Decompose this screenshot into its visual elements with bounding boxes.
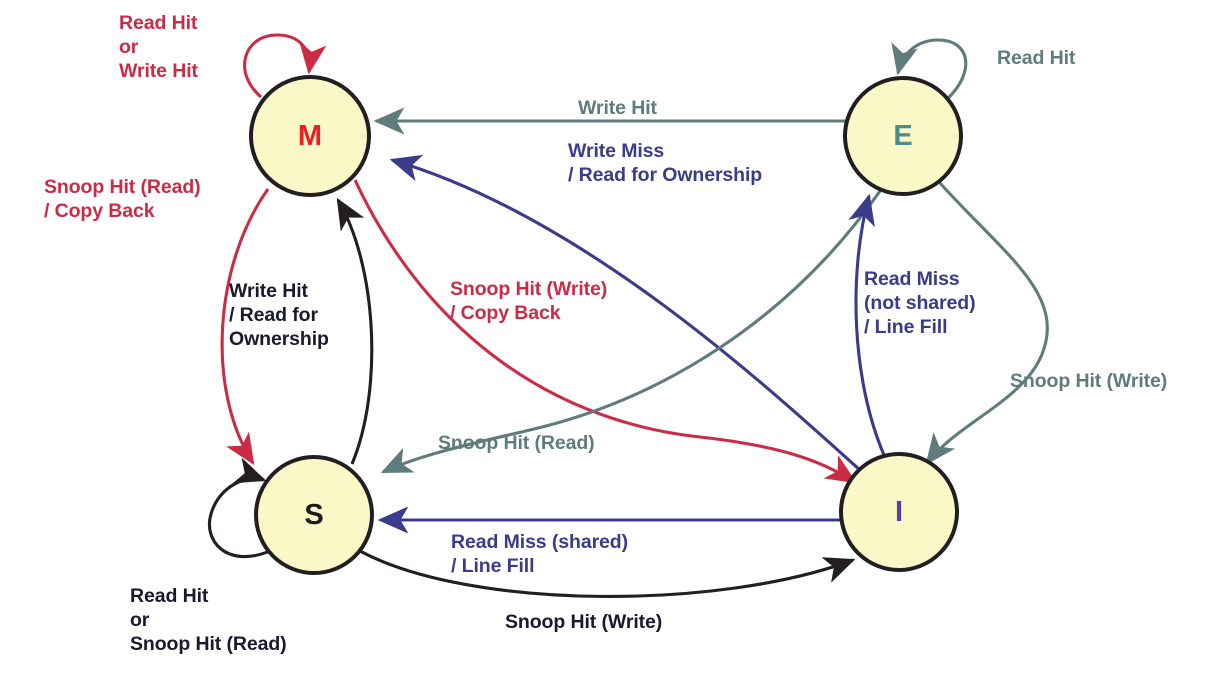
edge-label-m-self: Read Hit or Write Hit	[119, 12, 198, 82]
edge-label-e-to-i: Snoop Hit (Write)	[1010, 370, 1168, 392]
edge-s-to-i-snoop-write	[359, 549, 856, 598]
edge-label-s-self: Read Hit or Snoop Hit (Read)	[130, 585, 287, 655]
edge-e-self	[891, 38, 968, 102]
edge-e-to-i-snoop-write	[925, 181, 1049, 465]
state-label-m: M	[298, 120, 322, 152]
edge-e-to-s-snoop-read	[380, 190, 882, 474]
edge-label-i-to-m-write-miss: Write Miss / Read for Ownership	[568, 140, 763, 186]
edge-label-s-to-i: Snoop Hit (Write)	[505, 611, 663, 633]
edge-i-to-e-read-miss	[848, 193, 886, 456]
edge-label-m-to-i: Snoop Hit (Write) / Copy Back	[450, 278, 608, 324]
edge-s-to-m-write-hit	[336, 197, 374, 465]
edge-label-s-to-m: Write Hit / Read for Ownership	[229, 280, 329, 350]
edge-m-to-s-snoop-read	[220, 188, 270, 466]
state-node-e[interactable]	[843, 76, 963, 196]
edge-m-self	[243, 33, 327, 99]
state-label-i: I	[895, 496, 903, 528]
state-label-e: E	[893, 120, 912, 152]
edge-label-i-to-e: Read Miss (not shared) / Line Fill	[864, 268, 976, 338]
edge-m-to-i-snoop-write	[353, 179, 858, 484]
state-node-m[interactable]	[249, 75, 371, 197]
edge-label-e-self: Read Hit	[997, 47, 1076, 69]
state-node-s[interactable]	[254, 455, 374, 575]
edge-i-to-m-write-miss	[389, 154, 863, 473]
state-node-i[interactable]	[839, 452, 959, 572]
edge-label-e-to-m-write-hit: Write Hit	[578, 97, 657, 119]
edge-label-i-to-s: Read Miss (shared) / Line Fill	[451, 531, 629, 577]
edge-label-m-to-s: Snoop Hit (Read) / Copy Back	[44, 176, 201, 222]
edge-s-self	[208, 457, 271, 559]
state-label-s: S	[304, 499, 323, 531]
edge-label-e-to-s: Snoop Hit (Read)	[438, 432, 595, 454]
